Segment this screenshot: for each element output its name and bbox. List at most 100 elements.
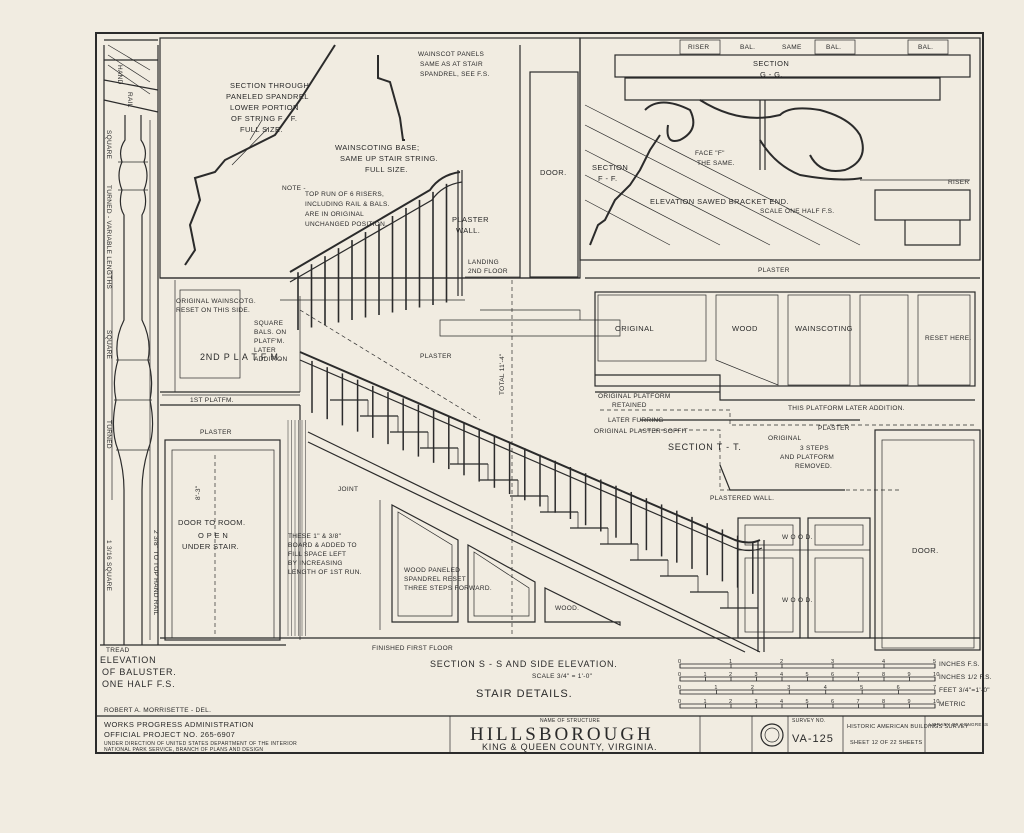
section-tt-wainscot (585, 277, 980, 491)
note-second-floor: 2ND FLOOR (468, 268, 508, 275)
note-spandrel-reset-2: SPANDREL RESET (404, 576, 466, 583)
baluster-tread-label: TREAD (106, 647, 130, 654)
baluster-title-3: ONE HALF F.S. (102, 679, 175, 689)
baluster-turned-varies-label: TURNED - VARIABLE LENGTHS (105, 185, 112, 290)
stair-landing-and-walls (160, 45, 580, 421)
note-base-2: SAME UP STAIR STRING. (340, 154, 438, 163)
wood-panel-label-2: W O O D. (782, 597, 813, 604)
note-spandrel-reset-1: WOOD PANELED (404, 567, 460, 574)
spandrel-panels (299, 420, 621, 640)
platform-2-label: 2ND P L A T F M. (200, 352, 282, 362)
baluster-title-2: OF BALUSTER. (102, 667, 177, 677)
note-landing: LANDING (468, 259, 499, 266)
scale-tick-label: 6 (831, 672, 834, 678)
note-orig-wain-1: ORIGINAL WAINSCOTG. (176, 298, 256, 305)
note-plaster-stair: PLASTER (420, 353, 452, 360)
wpa-label: WORKS PROGRESS ADMINISTRATION (104, 720, 254, 729)
note-fill-1: THESE 1" & 3/8" (288, 533, 342, 540)
structure-location: KING & QUEEN COUNTY, VIRGINIA. (482, 742, 657, 752)
wainscot-panel-1: ORIGINAL (615, 324, 654, 333)
orig-plaster-label: ORIGINAL PLASTER SOFFIT (594, 428, 688, 435)
wainscot-panel-2: WOOD (732, 324, 758, 333)
note-wall: WALL. (456, 226, 480, 235)
baluster-turned-label: TURNED (105, 420, 112, 449)
baluster-rail-label: RAIL (126, 92, 133, 108)
scale-tick-label: 8 (882, 699, 885, 705)
baluster-to-top-label: 2 3/8" TO TOP HAND RAIL (152, 530, 159, 616)
baluster-sq-dim-label: 1 3/16 SQUARE (105, 540, 112, 592)
note-spandrel-1: SECTION THROUGH (230, 81, 309, 90)
agency-label: HISTORIC AMERICAN BUILDINGS SURVEY (847, 724, 969, 730)
note-sq-bals-5: ADDITION (254, 356, 287, 363)
scale-tick-label: 5 (806, 672, 809, 678)
orig-platform-1: ORIGINAL PLATFORM (598, 393, 671, 400)
scale-tick-label: 3 (831, 659, 834, 665)
orig-steps-4: REMOVED. (795, 463, 832, 470)
stair-details-title: STAIR DETAILS. (476, 688, 573, 700)
note-plaster: PLASTER (452, 215, 489, 224)
scale-tick-label: 4 (780, 672, 783, 678)
bracket-title: ELEVATION SAWED BRACKET END. (650, 197, 789, 206)
orig-steps-1: ORIGINAL (768, 435, 802, 442)
orig-steps-2: 3 STEPS (800, 445, 829, 452)
note-spandrel-2: PANELED SPANDREL (226, 92, 309, 101)
scale-tick-label: 7 (857, 672, 860, 678)
wainscot-panel-3: WAINSCOTING (795, 324, 853, 333)
scale-tick-label: 5 (806, 699, 809, 705)
platform-1-label: 1ST PLATFM. (190, 397, 234, 404)
note-top-2: INCLUDING RAIL & BALS. (305, 201, 390, 208)
scale-tick-label: 7 (933, 685, 936, 691)
scale-tick-label: 1 (704, 699, 707, 705)
survey-label: SURVEY NO. (792, 718, 826, 724)
later-furring-label: LATER FURRING (608, 417, 664, 424)
note-base-3: FULL SIZE. (365, 165, 408, 174)
door-right-label: DOOR. (912, 546, 939, 555)
riser-right-label: RISER (948, 179, 969, 186)
note-wainscot-3: SPANDREL, SEE F.S. (420, 71, 490, 78)
scale-tick-label: 2 (751, 685, 754, 691)
scale-tick-label: 9 (908, 699, 911, 705)
scale-tick-label: 3 (755, 699, 758, 705)
note-plaster-left: PLASTER (200, 429, 232, 436)
note-wood-spandrel: WOOD. (555, 605, 579, 612)
stair-treads-risers (330, 399, 759, 624)
note-wainscot-2: SAME AS AT STAIR (420, 61, 483, 68)
note-base-1: WAINSCOTING BASE; (335, 143, 419, 152)
baluster-elevation (100, 39, 286, 646)
baluster-square-label-2: SQUARE (105, 330, 112, 360)
wainscot-panel-5: RESET HERE. (925, 335, 972, 342)
note-total-height: TOTAL 11'-4" (499, 353, 506, 395)
section-tt-title: SECTION T - T. (668, 442, 742, 452)
note-sq-bals-1: SQUARE (254, 320, 284, 327)
scale-tick-label: 0 (678, 685, 681, 691)
plastered-wall-label: PLASTERED WALL. (710, 495, 774, 502)
note-fill-5: LENGTH OF 1ST RUN. (288, 569, 362, 576)
scale-tick-label: 3 (755, 672, 758, 678)
scale-tick-label: 2 (729, 699, 732, 705)
note-spandrel-reset-3: THREE STEPS FORWARD. (404, 585, 492, 592)
scale-tick-label: 6 (897, 685, 900, 691)
note-orig-wain-2: RESET ON THIS SIDE. (176, 307, 250, 314)
note-door-room-2: O P E N (198, 531, 228, 540)
sheet-border (95, 32, 984, 754)
stair-upper-run (289, 170, 463, 296)
wood-panel-label-1: W O O D. (782, 534, 813, 541)
structure-name: HILLSBOROUGH (470, 724, 654, 745)
face-label-1: FACE "F" (695, 150, 725, 157)
note-fill-3: FILL SPACE LEFT (288, 551, 346, 558)
later-addition-label: THIS PLATFORM LATER ADDITION. (788, 405, 905, 412)
baluster-title-1: ELEVATION (100, 655, 156, 665)
scale-tick-label: 6 (831, 699, 834, 705)
scale-tick-label: 2 (780, 659, 783, 665)
right-wall-panels (737, 429, 981, 651)
note-top-3: ARE IN ORIGINAL (305, 211, 364, 218)
plaster-tt-label: PLASTER (818, 425, 850, 432)
scale-inches-half: INCHES 1/2 F.S. (939, 674, 992, 681)
note-joint: JOINT (338, 486, 358, 493)
plaster-top-label: PLASTER (758, 267, 790, 274)
scale-tick-label: 9 (908, 672, 911, 678)
baluster-hand-label: HAND (116, 65, 123, 85)
scale-tick-label: 7 (857, 699, 860, 705)
scale-tick-label: 8 (882, 672, 885, 678)
section-gg-2: G - G. (760, 70, 783, 79)
